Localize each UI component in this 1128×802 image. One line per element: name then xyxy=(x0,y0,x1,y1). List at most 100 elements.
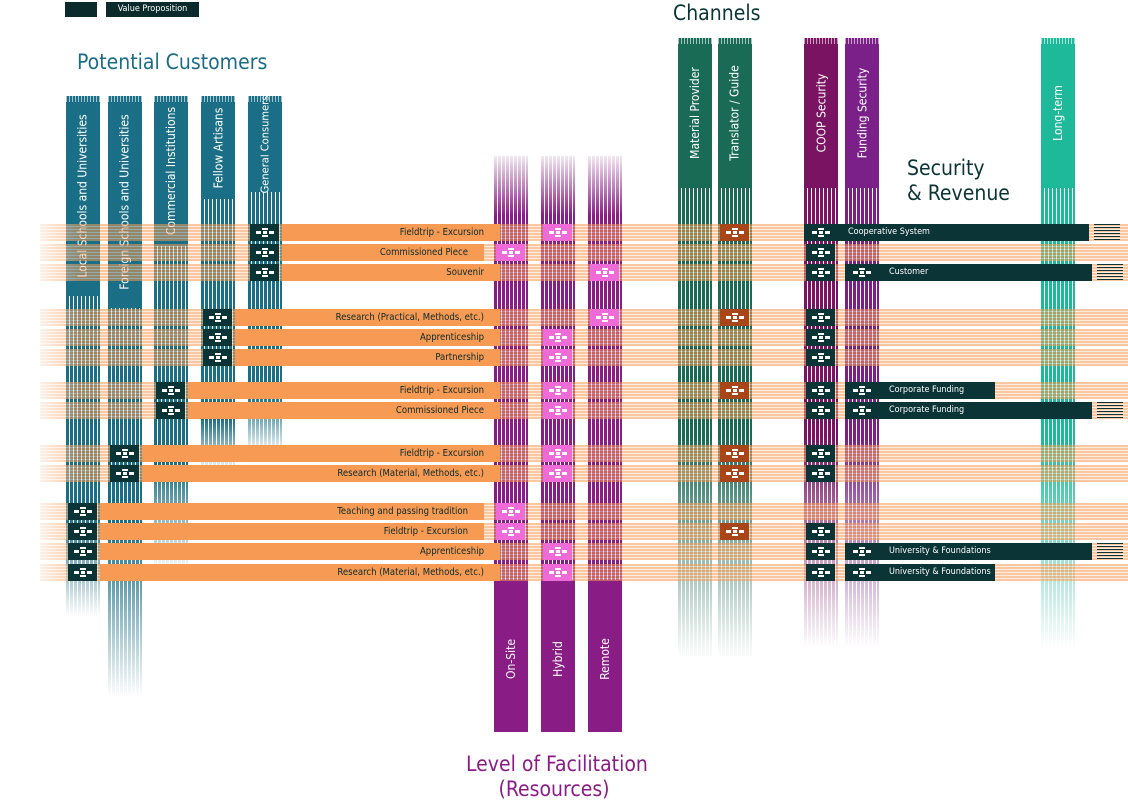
funding-mark-top-7 xyxy=(847,402,876,419)
row-segment-5 xyxy=(235,349,500,366)
security-heading: Security xyxy=(907,156,985,180)
customer-column-artisans-fringe xyxy=(201,96,235,102)
security-column-coop-label: COOP Security xyxy=(804,44,838,182)
facilitation-mark-12 xyxy=(543,543,572,560)
row-label-11: Fieldtrip - Excursion xyxy=(383,526,468,537)
resources-subheading: (Resources) xyxy=(498,777,610,801)
channel-column-translator-label-text: Translator / Guide xyxy=(728,65,742,161)
coop-mark-9 xyxy=(806,465,835,482)
facilitation-mark-5 xyxy=(543,349,572,366)
revenue-tag-label-2: Customer xyxy=(889,267,929,277)
customer-column-commercial-label: Commercial Institutions xyxy=(154,102,188,240)
security-column-longterm-label: Long-term xyxy=(1041,44,1075,182)
coop-mark-1 xyxy=(806,244,835,261)
customer-mark-9 xyxy=(110,465,139,482)
row-segment-4 xyxy=(235,329,500,346)
coop-mark-12 xyxy=(806,543,835,560)
facilitation-mark-8 xyxy=(543,445,572,462)
funding-mark-top-2 xyxy=(847,264,876,281)
translator-mark-11 xyxy=(720,523,749,540)
revenue-tag-fringe-2 xyxy=(1097,264,1123,281)
channel-column-material-label: Material Provider xyxy=(678,44,712,182)
coop-mark-2 xyxy=(806,264,835,281)
customer-column-foreign-fringe xyxy=(108,96,142,102)
row-label-3: Research (Practical, Methods, etc.) xyxy=(335,312,484,323)
revenue-tag-fringe-0 xyxy=(1094,224,1120,241)
customer-mark-6 xyxy=(156,382,185,399)
security-column-funding-label: Funding Security xyxy=(845,44,879,182)
revenue-tag-13: University & Foundations xyxy=(845,564,995,581)
translator-mark-3 xyxy=(720,309,749,326)
row-bar-1 xyxy=(40,244,1128,261)
facilitation-mark-0 xyxy=(543,224,572,241)
customer-mark-0 xyxy=(250,224,279,241)
coop-mark-top-0 xyxy=(806,224,835,241)
security-column-coop-label-text: COOP Security xyxy=(814,73,828,153)
level-of-facilitation-heading: Level of Facilitation xyxy=(466,752,648,776)
facilitation-mark-10 xyxy=(496,503,525,520)
security-column-longterm-label-text: Long-term xyxy=(1051,85,1065,141)
facilitation-mark-4 xyxy=(543,329,572,346)
row-label-0: Fieldtrip - Excursion xyxy=(399,227,484,238)
security-column-funding-label-text: Funding Security xyxy=(855,67,869,159)
security-column-funding-fringe xyxy=(845,38,879,44)
translator-mark-6 xyxy=(720,382,749,399)
facilitation-column-remote: Remote xyxy=(588,156,622,732)
facilitation-mark-9 xyxy=(543,465,572,482)
coop-mark-4 xyxy=(806,329,835,346)
revenue-tag-0: Cooperative System xyxy=(804,224,1089,241)
customer-column-local-label: Local Schools and Universities xyxy=(66,102,100,290)
facilitation-mark-13 xyxy=(543,564,572,581)
revenue-tag-label-13: University & Foundations xyxy=(889,567,991,577)
customer-column-general-fringe xyxy=(248,96,282,102)
facilitation-mark-2 xyxy=(590,264,619,281)
customer-mark-13 xyxy=(68,564,97,581)
facilitation-label-remote: Remote xyxy=(598,638,613,680)
row-label-2: Souvenir xyxy=(446,267,484,278)
row-segment-13 xyxy=(100,564,500,581)
coop-mark-5 xyxy=(806,349,835,366)
revenue-heading: & Revenue xyxy=(907,181,1010,205)
coop-mark-6 xyxy=(806,382,835,399)
customer-mark-7 xyxy=(156,402,185,419)
coop-mark-13 xyxy=(806,564,835,581)
facilitation-column-remote-label: Remote xyxy=(588,596,622,722)
facilitation-column-onsite-label: On-Site xyxy=(494,596,528,722)
row-label-1: Commissioned Piece xyxy=(379,247,468,258)
facilitation-label-hybrid: Hybrid xyxy=(551,641,565,677)
revenue-tag-12: University & Foundations xyxy=(845,543,1092,560)
channel-column-translator-fringe xyxy=(718,38,752,44)
translator-mark-0 xyxy=(720,224,749,241)
row-segment-0 xyxy=(282,224,500,241)
row-segment-6 xyxy=(188,382,500,399)
revenue-tag-6: Corporate Funding xyxy=(845,382,995,399)
customer-column-commercial-fringe xyxy=(154,96,188,102)
coop-mark-7 xyxy=(806,402,835,419)
row-label-12: Apprenticeship xyxy=(419,546,484,557)
revenue-tag-label-12: University & Foundations xyxy=(889,546,991,556)
translator-mark-8 xyxy=(720,445,749,462)
customer-mark-8 xyxy=(110,445,139,462)
row-segment-3 xyxy=(235,309,500,326)
customer-column-artisans-label-text: Fellow Artisans xyxy=(211,107,226,188)
revenue-tag-2: Customer xyxy=(845,264,1092,281)
row-label-7: Commissioned Piece xyxy=(395,405,484,416)
row-label-10: Teaching and passing tradition xyxy=(337,506,468,517)
row-label-5: Partnership xyxy=(435,352,484,363)
revenue-tag-label-7: Corporate Funding xyxy=(889,405,965,415)
channel-column-material-label-text: Material Provider xyxy=(688,67,702,159)
facilitation-column-hybrid-label: Hybrid xyxy=(541,596,575,722)
channels-heading: Channels xyxy=(673,1,761,25)
row-segment-7 xyxy=(188,402,500,419)
facilitation-column-hybrid: Hybrid xyxy=(541,156,575,732)
funding-mark-top-13 xyxy=(847,564,876,581)
customer-mark-12 xyxy=(68,543,97,560)
potential-customers-heading: Potential Customers xyxy=(77,50,268,74)
coop-mark-11 xyxy=(806,523,835,540)
customer-mark-1 xyxy=(250,244,279,261)
row-label-8: Fieldtrip - Excursion xyxy=(399,448,484,459)
row-label-9: Research (Material, Methods, etc.) xyxy=(337,468,484,479)
facilitation-mark-1 xyxy=(496,244,525,261)
facilitation-mark-7 xyxy=(543,402,572,419)
facilitation-label-onsite: On-Site xyxy=(504,639,518,679)
